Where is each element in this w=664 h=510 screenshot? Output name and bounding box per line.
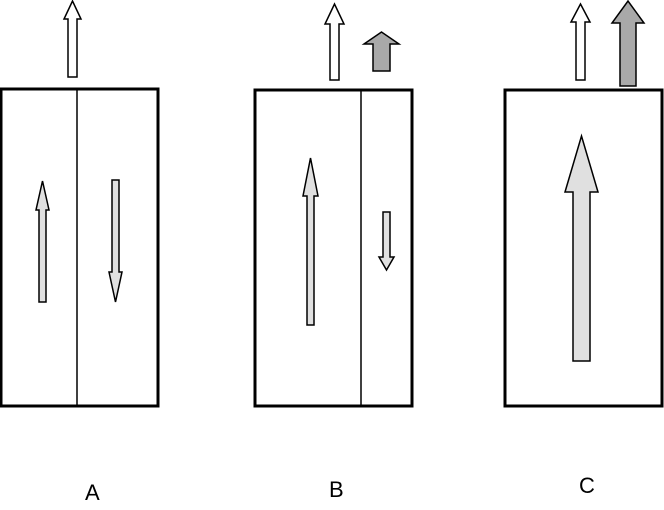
panel-b — [253, 2, 414, 408]
panel-c — [503, 0, 664, 408]
panel-b-right-arrow-down-icon — [377, 211, 396, 272]
panel-b-output-arrow-up-icon — [323, 2, 346, 81]
panel-c-center-arrow-up-icon — [563, 133, 600, 362]
panel-c-label: C — [579, 473, 595, 498]
panel-a-left-arrow-up-icon — [35, 180, 50, 303]
panel-c-output-arrow-up-icon — [569, 2, 592, 81]
panel-b-label: B — [329, 477, 344, 502]
panel-a-label: A — [85, 480, 100, 505]
panel-a-right-arrow-down-icon — [108, 179, 123, 303]
panel-a — [0, 0, 160, 408]
panel-a-output-arrow-up-icon — [62, 0, 83, 78]
panel-a-box — [0, 87, 160, 408]
panel-b-output-gray-arrow-up-icon — [361, 31, 402, 72]
panel-c-output-gray-arrow-up-icon — [610, 0, 646, 87]
panel-b-left-arrow-up-icon — [302, 157, 319, 326]
